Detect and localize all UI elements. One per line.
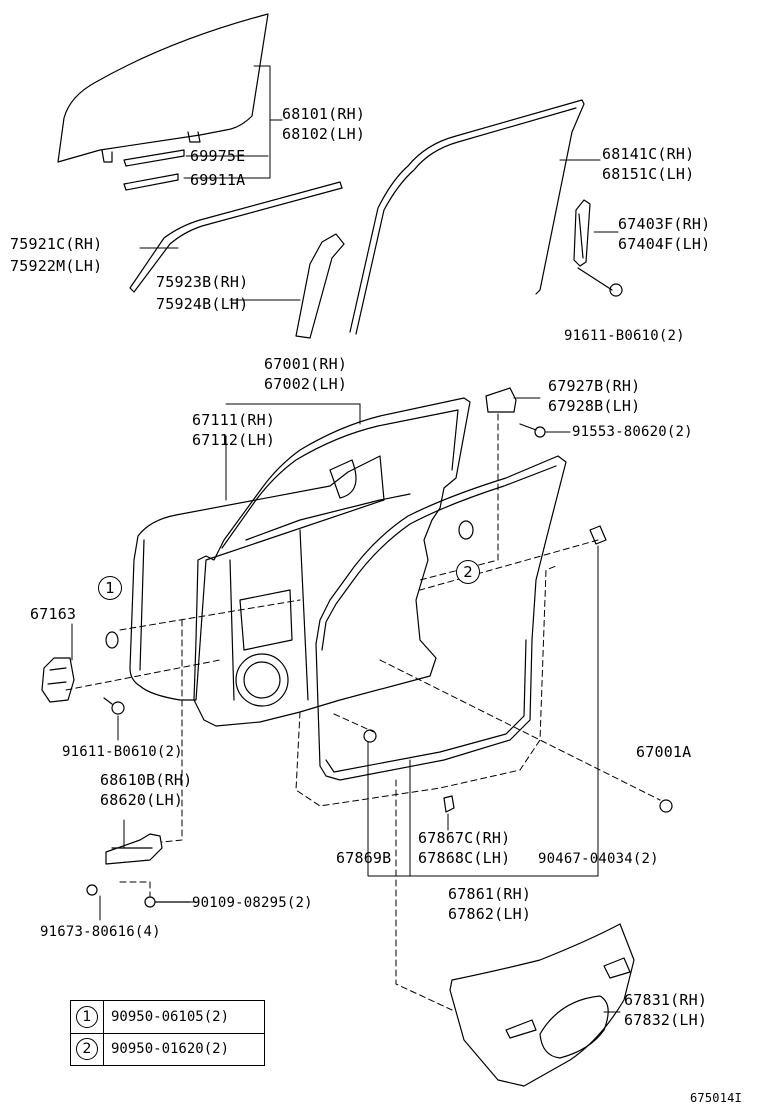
label-67928: 67928B(LH) bbox=[548, 397, 641, 415]
door-check bbox=[105, 833, 163, 865]
glass-run bbox=[349, 99, 585, 335]
door-lock bbox=[41, 657, 75, 703]
bolt-91673 bbox=[86, 884, 98, 896]
door-inner-panel bbox=[193, 397, 471, 727]
label-68101: 68101(RH) bbox=[282, 105, 366, 123]
label-67868: 67868C(LH) bbox=[418, 849, 511, 867]
clip-67867 bbox=[443, 795, 455, 813]
label-67832: 67832(LH) bbox=[624, 1011, 708, 1029]
legend-num: 2 bbox=[76, 1038, 98, 1060]
service-hole-cover bbox=[449, 923, 635, 1087]
label-90109: 90109-08295(2) bbox=[192, 895, 313, 911]
label-75923: 75923B(RH) bbox=[156, 273, 249, 291]
label-67862: 67862(LH) bbox=[448, 905, 532, 923]
label-69911: 69911A bbox=[190, 171, 246, 189]
legend-table: 1 90950-06105(2) 2 90950-01620(2) bbox=[70, 1000, 265, 1066]
label-67001: 67001(RH) bbox=[264, 355, 348, 373]
label-67831: 67831(RH) bbox=[624, 991, 708, 1009]
bolt-91553 bbox=[519, 423, 546, 438]
rear-lower-sash bbox=[573, 199, 591, 267]
label-67002: 67002(LH) bbox=[264, 375, 348, 393]
legend-part: 90950-01620(2) bbox=[111, 1041, 230, 1057]
label-67001a: 67001A bbox=[636, 743, 692, 761]
plug-67163 bbox=[105, 631, 119, 649]
bolt-91611-bottom bbox=[103, 697, 125, 715]
label-68141: 68141C(RH) bbox=[602, 145, 695, 163]
callout-1: 1 bbox=[98, 576, 122, 600]
label-67861: 67861(RH) bbox=[448, 885, 532, 903]
label-68620: 68620(LH) bbox=[100, 791, 184, 809]
legend-num: 1 bbox=[76, 1006, 98, 1028]
label-68610: 68610B(RH) bbox=[100, 771, 193, 789]
legend-num-cell: 1 bbox=[71, 1001, 104, 1033]
label-91611-top: 91611-B0610(2) bbox=[564, 328, 685, 344]
retainer-67927 bbox=[485, 387, 517, 413]
label-91553: 91553-80620(2) bbox=[572, 424, 693, 440]
label-67111: 67111(RH) bbox=[192, 411, 276, 429]
label-67112: 67112(LH) bbox=[192, 431, 276, 449]
door-weatherstrip bbox=[315, 455, 567, 781]
glass-channel-69975 bbox=[123, 149, 185, 167]
clip-90467 bbox=[589, 525, 607, 545]
label-67404: 67404F(LH) bbox=[618, 235, 711, 253]
label-75922: 75922M(LH) bbox=[10, 257, 103, 275]
door-glass bbox=[57, 13, 269, 163]
label-91673: 91673-80616(4) bbox=[40, 924, 161, 940]
label-68151: 68151C(LH) bbox=[602, 165, 695, 183]
label-67163: 67163 bbox=[30, 605, 77, 623]
label-75921: 75921C(RH) bbox=[10, 235, 103, 253]
bolt-91611-top bbox=[577, 267, 623, 297]
label-75924: 75924B(LH) bbox=[156, 295, 249, 313]
label-68102: 68102(LH) bbox=[282, 125, 366, 143]
leader-lines bbox=[71, 65, 621, 1013]
bolt-67001a bbox=[659, 799, 673, 813]
legend-part: 90950-06105(2) bbox=[111, 1009, 230, 1025]
label-90467: 90467-04034(2) bbox=[538, 851, 659, 867]
glass-channel-69911 bbox=[123, 173, 179, 191]
callout-2: 2 bbox=[456, 560, 480, 584]
belt-moulding bbox=[129, 181, 343, 293]
legend-num-cell: 2 bbox=[71, 1033, 104, 1065]
label-67867: 67867C(RH) bbox=[418, 829, 511, 847]
legend-row: 2 90950-01620(2) bbox=[71, 1033, 264, 1065]
clip-67869 bbox=[363, 729, 377, 743]
assembly-lines bbox=[65, 413, 661, 1011]
label-67869: 67869B bbox=[336, 849, 392, 867]
pillar-garnish bbox=[295, 233, 345, 339]
label-67927: 67927B(RH) bbox=[548, 377, 641, 395]
door-outer-panel bbox=[129, 455, 385, 701]
label-91611-bottom: 91611-B0610(2) bbox=[62, 744, 183, 760]
label-67403: 67403F(RH) bbox=[618, 215, 711, 233]
figure-id: 675014I bbox=[690, 1091, 742, 1105]
legend-row: 1 90950-06105(2) bbox=[71, 1001, 264, 1034]
label-69975: 69975E bbox=[190, 147, 246, 165]
plug-grommet bbox=[458, 520, 474, 540]
bolt-90109 bbox=[144, 896, 191, 908]
